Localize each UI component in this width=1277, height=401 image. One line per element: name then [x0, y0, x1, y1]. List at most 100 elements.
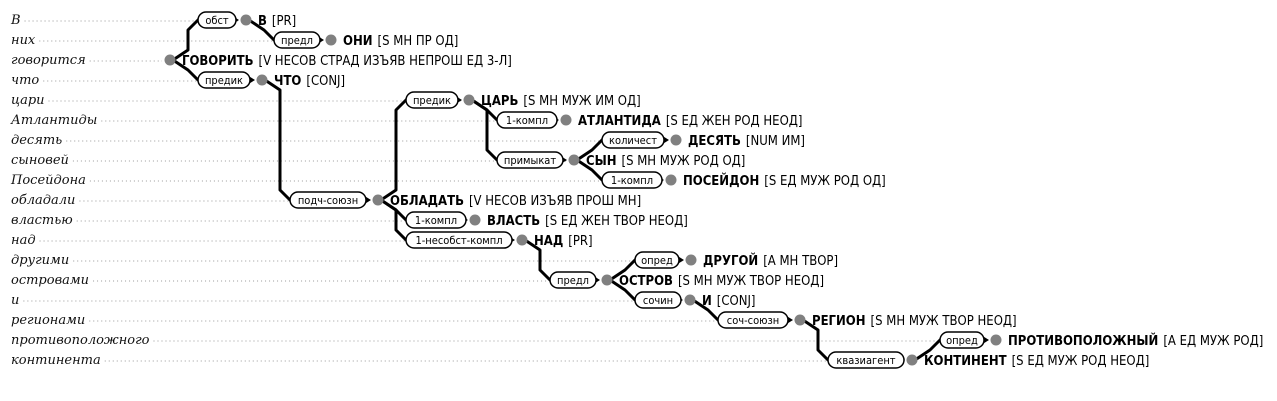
node-lemma: ПОСЕЙДОН	[683, 173, 759, 189]
node-label: ЦАРЬ [S МН МУЖ ИМ ОД]	[481, 94, 641, 109]
node-label: РЕГИОН[S МН МУЖ ТВОР НЕОД]	[812, 314, 1017, 329]
sentence-word: В	[10, 13, 21, 28]
edge-branch	[379, 198, 408, 242]
node-grammeme: [S МН МУЖ ТВОР НЕОД]	[678, 274, 824, 289]
relation-pill	[197, 71, 251, 89]
relation-label: квазиагент	[836, 354, 895, 367]
node-grammeme: [NUM ИМ]	[746, 134, 805, 149]
node-grammeme: [S МН МУЖ ИМ ОД]	[523, 94, 640, 109]
node-dot	[325, 34, 337, 46]
node-dot	[685, 254, 697, 266]
relation-label: соч-союзн	[727, 314, 779, 327]
node-lemma: РЕГИОН	[812, 314, 866, 329]
node-dot	[560, 114, 572, 126]
edge-branch	[608, 258, 637, 282]
edge-branch	[470, 98, 499, 162]
relation-label: количест	[609, 134, 657, 147]
relation-labels: обстпредлпредикподч-союзнпредик1-комплпр…	[197, 11, 985, 369]
relation-label: предл	[281, 34, 313, 47]
node-label: ЧТО[CONJ]	[274, 74, 345, 89]
node-label: ОСТРОВ [S МН МУЖ ТВОР НЕОД]	[619, 274, 824, 289]
node-dot	[568, 154, 580, 166]
node-lemma: ДЕСЯТЬ	[688, 134, 741, 149]
node-grammeme: [A ЕД МУЖ РОД]	[1163, 334, 1263, 349]
relation-pill	[496, 111, 558, 129]
relation-label: предл	[557, 274, 589, 287]
node-dot	[601, 274, 613, 286]
relation-pill	[549, 271, 597, 289]
node-label: НАД [PR]	[534, 234, 593, 249]
node-label: ДРУГОЙ[A МН ТВОР]	[703, 253, 838, 269]
node-lemma: АТЛАНТИДА	[578, 114, 661, 129]
node-grammeme: [PR]	[568, 234, 592, 249]
sentence-word: сыновей	[11, 153, 69, 168]
node-label: АТЛАНТИДА[S ЕД ЖЕН РОД НЕОД]	[578, 114, 802, 129]
node-lemma: ОСТРОВ	[619, 274, 673, 289]
sentence-word: цари	[11, 93, 45, 108]
edge-branch	[801, 318, 830, 362]
node-dot	[372, 194, 384, 206]
node-label: КОНТИНЕНТ[S ЕД МУЖ РОД НЕОД]	[924, 354, 1149, 369]
edge-branch	[379, 98, 408, 202]
node-grammeme: [S МН МУЖ РОД ОД]	[622, 154, 746, 169]
node-grammeme: [S ЕД МУЖ РОД ОД]	[764, 174, 886, 189]
relation-label: обст	[205, 14, 229, 27]
relation-label: опред	[641, 254, 673, 267]
node-dots	[164, 14, 1002, 366]
node-label: ДЕСЯТЬ [NUM ИМ]	[688, 134, 805, 149]
branch-lines	[171, 18, 942, 362]
relation-pill	[405, 231, 513, 249]
edge-branch	[575, 138, 604, 162]
relation-pill	[634, 251, 680, 269]
sentence-words: ВнихговоритсячтоцариАтлантидыдесятьсынов…	[10, 13, 150, 368]
relation-label: предик	[413, 94, 451, 107]
sentence-word: и	[11, 293, 19, 308]
sentence-word: говорится	[11, 53, 86, 68]
node-lemma: ВЛАСТЬ	[487, 214, 540, 229]
node-grammeme: [PR]	[272, 14, 296, 29]
sentence-word: над	[11, 233, 36, 248]
node-dot	[990, 334, 1002, 346]
relation-pill	[717, 311, 789, 329]
edge-branch	[247, 18, 276, 42]
dotted-guides	[23, 20, 988, 362]
relation-pill	[496, 151, 564, 169]
node-label: ПОСЕЙДОН [S ЕД МУЖ РОД ОД]	[683, 173, 886, 189]
node-grammeme: [CONJ]	[717, 294, 756, 309]
node-grammeme: [S ЕД ЖЕН ТВОР НЕОД]	[545, 214, 688, 229]
node-label: ГОВОРИТЬ[V НЕСОВ СТРАД ИЗЪЯВ НЕПРОШ ЕД 3…	[182, 54, 512, 69]
node-dot	[665, 174, 677, 186]
relation-label: 1-компл	[415, 214, 457, 227]
relation-label: предик	[205, 74, 243, 87]
node-lemma: ОНИ	[343, 34, 373, 49]
sentence-word: что	[11, 73, 39, 88]
relation-pill	[289, 191, 367, 209]
sentence-word: Посейдона	[10, 173, 86, 188]
sentence-word: островами	[11, 273, 89, 288]
node-lemma: ЦАРЬ	[481, 94, 518, 109]
node-label: ОНИ [S МН ПР ОД]	[343, 34, 458, 49]
edge-branch	[171, 18, 200, 62]
edge-branch	[575, 158, 604, 182]
relation-pill	[405, 91, 459, 109]
sentence-word: противоположного	[11, 333, 150, 348]
relation-label: примыкат	[504, 154, 557, 167]
node-label: ВЛАСТЬ [S ЕД ЖЕН ТВОР НЕОД]	[487, 214, 688, 229]
relation-pill	[827, 351, 905, 369]
relation-pill	[634, 291, 682, 309]
node-dot	[469, 214, 481, 226]
relation-pill	[601, 131, 665, 149]
node-grammeme: [S ЕД МУЖ РОД НЕОД]	[1012, 354, 1150, 369]
node-lemma: ДРУГОЙ	[703, 253, 758, 269]
relation-pill	[405, 211, 467, 229]
node-lemma: НАД	[534, 234, 563, 249]
edge-branch	[691, 298, 720, 322]
node-label: В[PR]	[258, 14, 296, 29]
relation-pill	[601, 171, 663, 189]
node-lemma: ЧТО	[274, 74, 301, 89]
node-dot	[516, 234, 528, 246]
edge-branch	[523, 238, 552, 282]
node-grammeme: [S МН ПР ОД]	[378, 34, 459, 49]
